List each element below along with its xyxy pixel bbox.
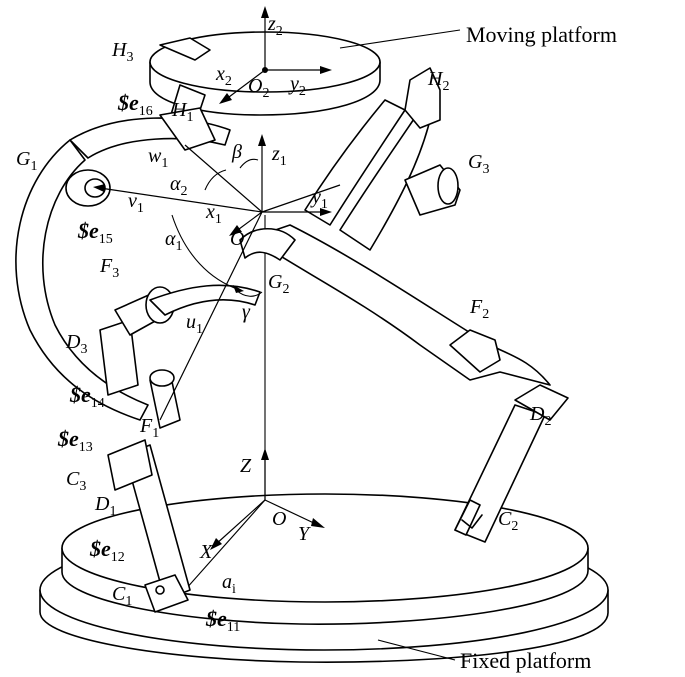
label-O1: O: [230, 228, 244, 250]
leg-2-arm: [149, 228, 296, 316]
label-Y: Y: [298, 523, 311, 545]
label-alpha2: α2: [170, 173, 188, 199]
moving-platform: [149, 31, 381, 151]
label-C1: C1: [112, 583, 132, 609]
label-y1: y1: [310, 186, 328, 212]
moving-platform-label: Moving platform: [466, 22, 617, 47]
label-G3: G3: [468, 151, 489, 177]
label-G2: G2: [268, 271, 289, 297]
leg-1-column: [107, 369, 191, 613]
label-z1: z1: [271, 143, 287, 169]
label-C2: C2: [498, 508, 518, 534]
label-H3: H3: [111, 39, 133, 65]
label-X: X: [199, 541, 213, 563]
label-C3: C3: [66, 468, 86, 494]
leg-2: [251, 224, 569, 543]
base-frame-axes: [184, 215, 325, 591]
fixed-platform: [39, 493, 609, 663]
label-O: O: [272, 508, 286, 530]
label-F2: F2: [469, 296, 489, 322]
fixed-platform-leader: [377, 639, 456, 661]
leg-3-arc: [304, 67, 461, 251]
label-beta: β: [231, 141, 242, 163]
label-z2: z2: [267, 13, 283, 39]
label-G1: G1: [16, 148, 37, 174]
label-D1: D1: [94, 493, 116, 519]
label-F1: F1: [139, 415, 159, 441]
label-D3: D3: [65, 331, 87, 357]
label-screw-e11: $e11: [205, 606, 240, 635]
label-u1: u1: [186, 311, 203, 337]
label-x1: x1: [205, 201, 222, 227]
fixed-platform-label: Fixed platform: [460, 648, 591, 673]
label-screw-e14: $e14: [69, 382, 105, 411]
label-v1: v1: [128, 190, 144, 216]
label-ai: ai: [222, 571, 236, 597]
moving-frame-axes: [219, 6, 332, 104]
label-screw-e13: $e13: [57, 426, 93, 455]
label-y2: y2: [288, 73, 306, 99]
label-w1: w1: [148, 145, 168, 171]
label-screw-e16: $e16: [117, 90, 153, 119]
label-Z: Z: [240, 455, 252, 477]
central-frame-axes: [93, 134, 341, 421]
label-H2: H2: [427, 68, 449, 94]
label-screw-e15: $e15: [77, 218, 113, 247]
labels: Moving platform Fixed platform H3 H2 H1 …: [16, 13, 617, 673]
label-O2: O2: [248, 75, 269, 101]
label-F3: F3: [99, 255, 119, 281]
moving-platform-leader: [339, 29, 461, 49]
label-H1: H1: [171, 99, 193, 125]
label-x2: x2: [215, 63, 232, 89]
label-gamma: γ: [242, 301, 251, 323]
label-screw-e12: $e12: [89, 536, 125, 565]
label-alpha1: α1: [165, 228, 183, 254]
label-D2: D2: [529, 403, 551, 429]
